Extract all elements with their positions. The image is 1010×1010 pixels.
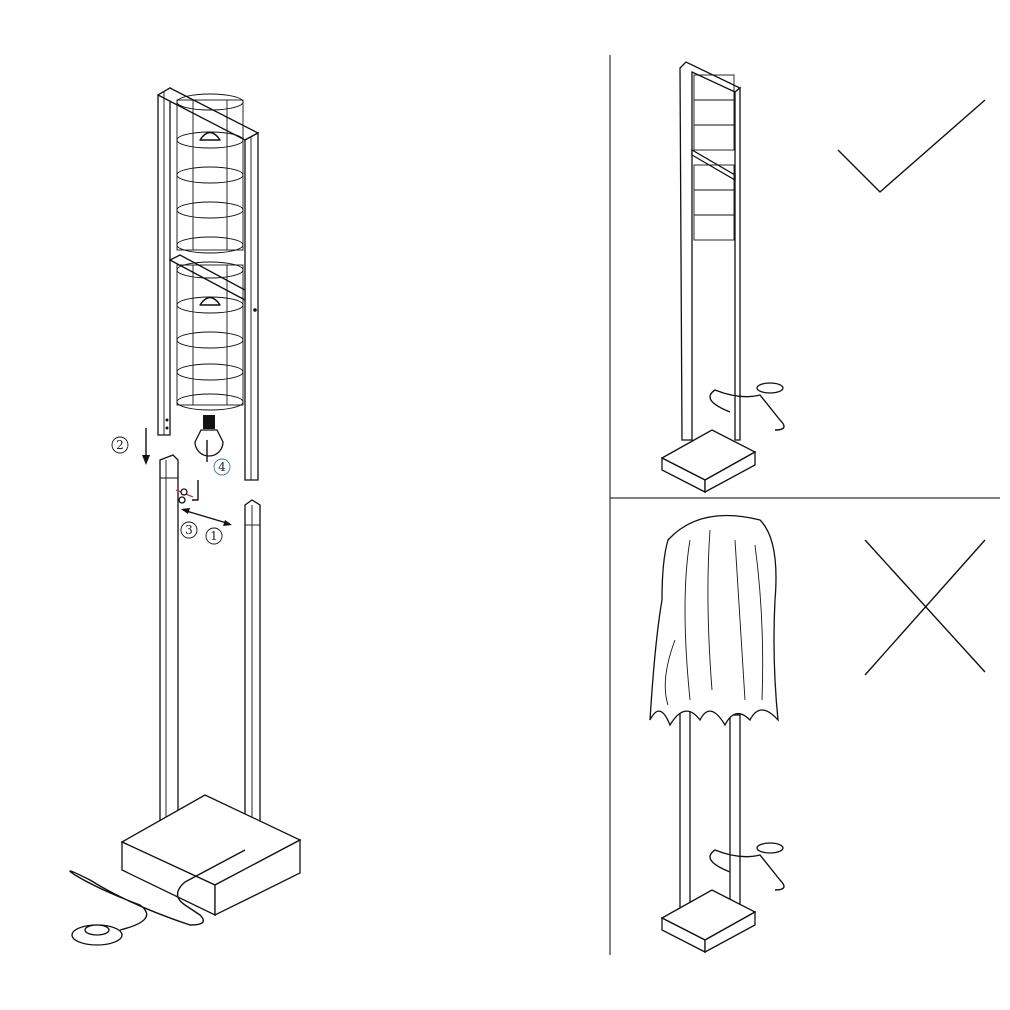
lower-cage [176, 261, 244, 411]
upper-frame [156, 86, 260, 481]
allen-key-icon [192, 480, 199, 501]
lamp-correct [660, 61, 785, 494]
upper-cage [176, 93, 244, 254]
lamp-covered [649, 514, 785, 954]
step-1-label: 1 [205, 527, 223, 545]
svg-text:1: 1 [210, 529, 218, 543]
step-arrows [142, 428, 232, 526]
step-4-label: 4 [213, 458, 231, 476]
lower-posts [159, 454, 261, 871]
base [120, 794, 302, 917]
cross-mark-icon [864, 539, 986, 676]
svg-text:3: 3 [185, 523, 193, 537]
check-mark-icon [837, 99, 986, 193]
power-cord [69, 849, 246, 946]
step-3-label: 3 [180, 521, 198, 539]
connector-hardware [175, 480, 199, 504]
light-bulb [194, 415, 224, 457]
svg-text:2: 2 [116, 438, 124, 452]
svg-text:4: 4 [218, 460, 226, 474]
step-2-label: 2 [111, 436, 129, 454]
